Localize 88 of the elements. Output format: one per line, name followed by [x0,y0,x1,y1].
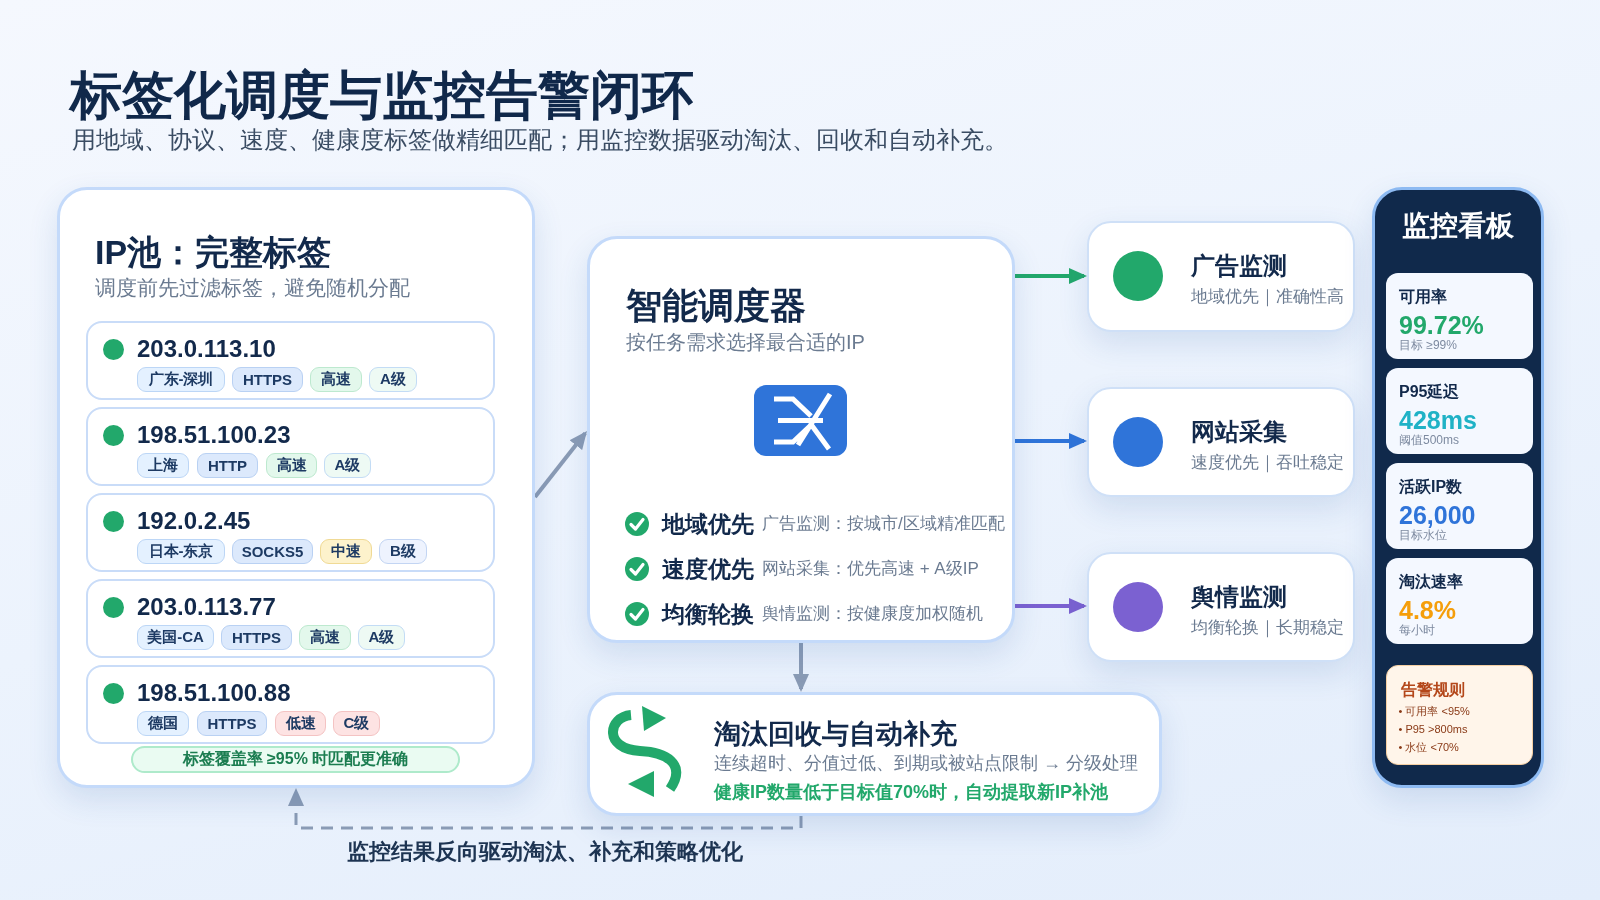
strategy-label: 速度优先 [662,555,754,584]
panel-title: 智能调度器 [626,284,806,328]
ip-address: 198.51.100.23 [137,420,291,450]
ip-address: 192.0.2.45 [137,506,251,536]
metric-label: 淘汰速率 [1399,572,1463,592]
tag: 高速 [299,625,351,650]
strategy-label: 地域优先 [662,510,754,539]
metric-note: 目标 ≥99% [1399,338,1457,352]
metric-value: 99.72% [1399,310,1484,339]
tag: 广东-深圳 [137,367,225,392]
arrow [1015,268,1087,284]
ip-address: 198.51.100.88 [137,678,291,708]
alert-item: • 水位 <70% [1398,739,1459,755]
metric-value: 428ms [1399,405,1477,434]
tag: HTTPS [197,711,267,736]
note-pill: 标签覆盖率 ≥95% 时匹配更准确 [131,746,460,773]
dashboard-title: 监控看板 [1402,209,1514,243]
ip-row-card [86,493,495,572]
page-subtitle: 用地域、协议、速度、健康度标签做精细匹配；用监控数据驱动淘汰、回收和自动补充。 [72,126,1008,154]
arrow [288,788,803,830]
ip-address: 203.0.113.10 [137,334,276,364]
tag: 德国 [137,711,189,736]
strategy-desc: 广告监测：按城市/区域精准匹配 [762,513,1005,535]
tag: 日本-东京 [137,539,225,564]
alert-item: • P95 >800ms [1398,721,1468,737]
recycle-desc: 连续超时、分值过低、到期或被站点限制 → 分级处理 [714,752,1138,775]
metric-label: P95延迟 [1399,382,1460,402]
card-subtitle: 速度优先｜吞吐稳定 [1191,452,1344,474]
ip-pool-panel [57,187,535,788]
tag: A级 [324,453,371,478]
metric-note: 目标水位 [1399,528,1447,542]
task-card [1087,221,1355,332]
card-title: 网站采集 [1191,417,1287,447]
recycle-title: 淘汰回收与自动补充 [714,718,957,751]
metric-value: 4.8% [1399,595,1456,624]
card-title: 舆情监测 [1191,582,1287,612]
arrow [1015,598,1087,614]
tag: 中速 [320,539,372,564]
tag: A级 [369,367,417,392]
ip-row-card [86,407,495,486]
metric-note: 阈值500ms [1399,433,1460,447]
tag: 高速 [310,367,362,392]
dashboard-panel [1372,187,1544,788]
edge-label: 监控结果反向驱动淘汰、补充和策略优化 [347,838,743,866]
strategy-desc: 舆情监测：按健康度加权随机 [762,603,983,625]
metric-note: 每小时 [1399,623,1435,637]
page-title: 标签化调度与监控告警闭环 [70,65,694,125]
tag: 高速 [266,453,317,478]
ip-row-card [86,579,495,658]
ip-address: 203.0.113.77 [137,592,276,622]
alert-card [1386,665,1533,765]
tag: C级 [333,711,380,736]
metric-card [1386,273,1533,359]
ip-row-card [86,321,495,400]
task-card [1087,387,1355,497]
recycle-panel [587,692,1162,816]
metric-label: 活跃IP数 [1399,477,1463,497]
arrow [533,431,587,499]
panel-subtitle: 调度前先过滤标签，避免随机分配 [95,275,410,301]
alert-item: • 可用率 <95% [1398,703,1470,719]
strategy-desc: 网站采集：优先高速 + A级IP [762,558,979,580]
tag: 美国-CA [137,625,214,650]
alert-title: 告警规则 [1400,679,1465,700]
arrow [793,643,809,692]
recycle-highlight: 健康IP数量低于目标值70%时，自动提取新IP补池 [714,781,1109,804]
card-subtitle: 地域优先｜准确性高 [1191,286,1344,308]
tag: HTTPS [232,367,303,392]
ip-row-card [86,665,495,744]
metric-card [1386,558,1533,644]
tag: HTTPS [221,625,292,650]
scheduler-panel [587,236,1015,643]
tag: HTTP [197,453,258,478]
card-subtitle: 均衡轮换｜长期稳定 [1191,617,1344,639]
tag: SOCKS5 [232,539,313,564]
tag: 低速 [275,711,326,736]
arrow [1015,433,1087,449]
strategy-label: 均衡轮换 [662,600,754,629]
metric-card [1386,368,1533,454]
card-title: 广告监测 [1191,251,1287,281]
panel-title: IP池：完整标签 [95,232,332,273]
tag: 上海 [137,453,189,478]
metric-label: 可用率 [1399,287,1447,307]
tag: A级 [358,625,405,650]
task-card [1087,552,1355,662]
panel-subtitle: 按任务需求选择最合适的IP [626,330,865,355]
metric-value: 26,000 [1399,500,1476,530]
metric-card [1386,463,1533,549]
tag: B级 [379,539,427,564]
